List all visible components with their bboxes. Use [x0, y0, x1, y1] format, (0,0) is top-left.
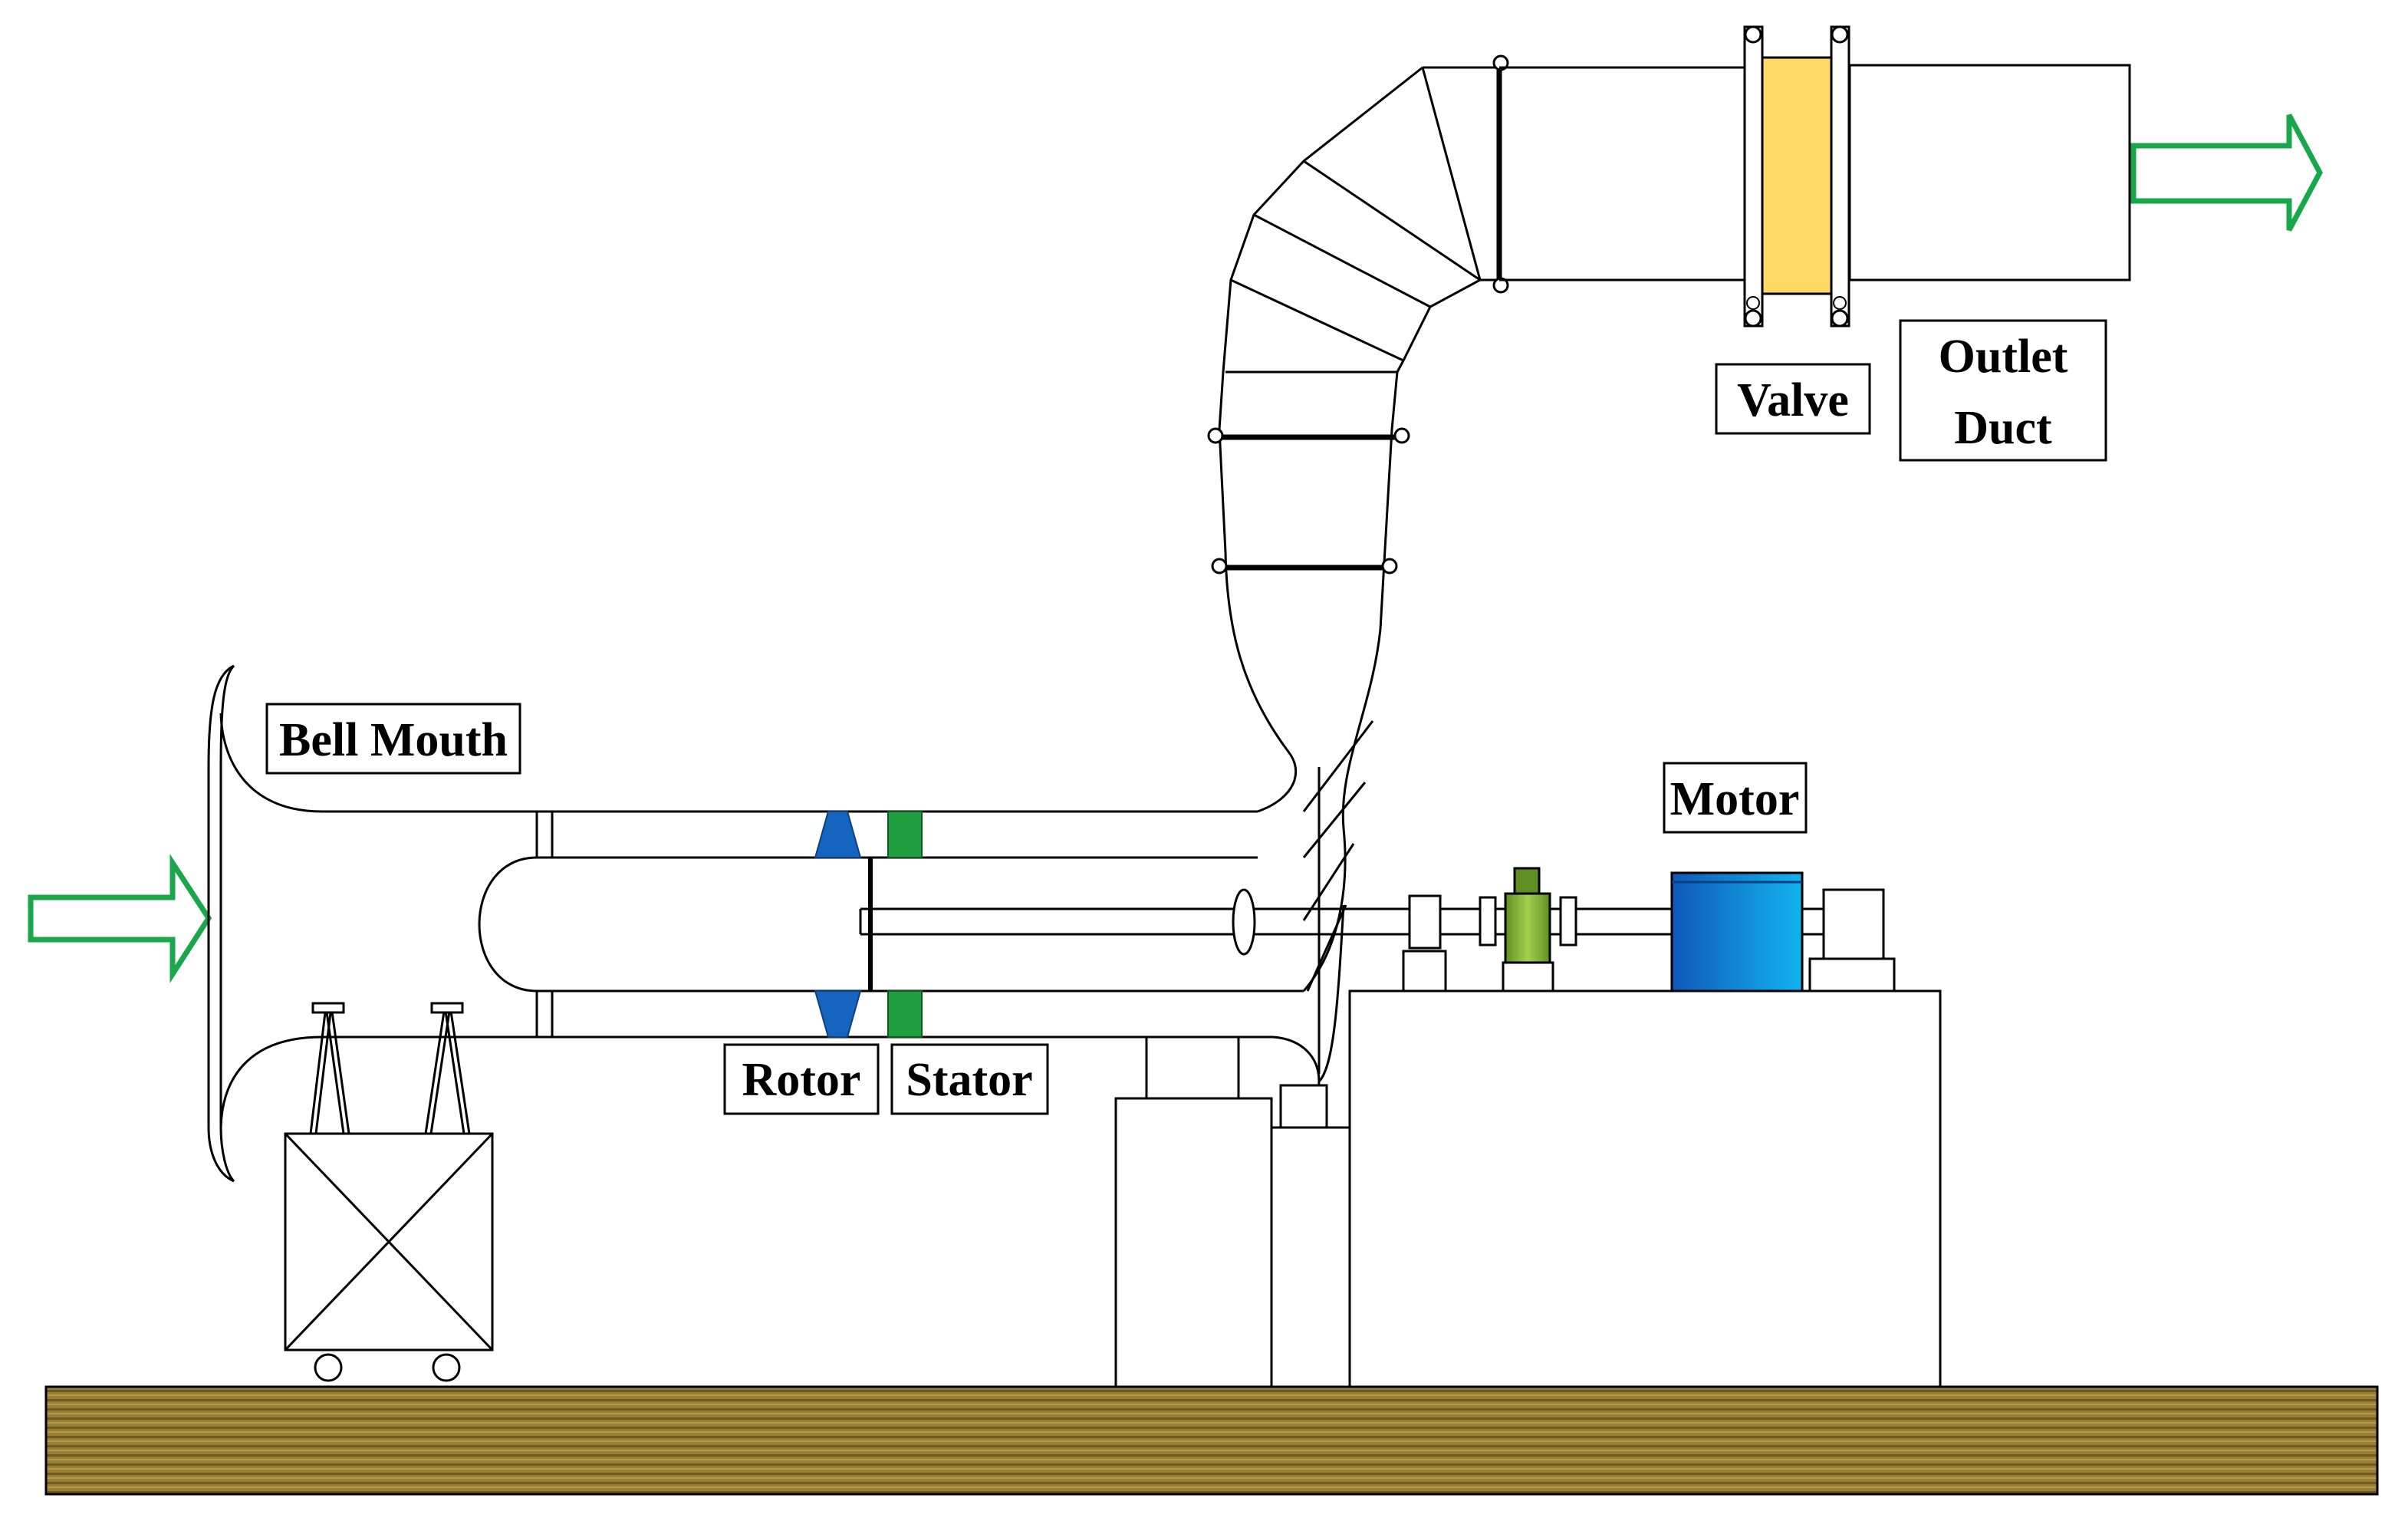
label-motor-text: Motor: [1670, 773, 1800, 825]
label-rotor: Rotor: [723, 1043, 880, 1115]
shaft-flange: [1232, 888, 1256, 956]
machine-base: [1114, 989, 1942, 1388]
label-bell-mouth-text: Bell Mouth: [279, 714, 508, 766]
label-outlet-duct-line2: Duct: [1954, 402, 2052, 454]
bell-mouth: [207, 664, 1273, 1183]
valve: [1743, 25, 1850, 328]
label-stator: Stator: [890, 1043, 1049, 1115]
inlet-flow-arrow-icon: [28, 854, 212, 983]
label-outlet-duct: Outlet Duct: [1899, 319, 2107, 462]
duct-clamp-lower: [1211, 558, 1398, 574]
rotor-blade-lower: [814, 990, 862, 1038]
ground-floor: [44, 1385, 2379, 1496]
label-outlet-duct-line1: Outlet: [1939, 331, 2068, 383]
duct-clamp-top: [1492, 54, 1509, 294]
stator-vane-upper: [887, 811, 923, 858]
label-stator-text: Stator: [906, 1054, 1032, 1106]
stator-vane-lower: [887, 990, 923, 1038]
motor: [1670, 871, 1804, 993]
rotor-blade-upper: [814, 811, 862, 858]
elbow-duct: [1218, 66, 1499, 1102]
motor-end-bearing: [1808, 888, 1896, 993]
duct-clamp-upper: [1207, 427, 1410, 444]
inlet-support-cart: [284, 1002, 494, 1382]
bearing-pedestal: [1402, 894, 1447, 993]
label-valve: Valve: [1715, 363, 1871, 435]
hub-nacelle: [478, 812, 1304, 1037]
label-bell-mouth: Bell Mouth: [265, 703, 521, 775]
label-valve-text: Valve: [1737, 374, 1849, 426]
outlet-flow-arrow-icon: [2130, 114, 2323, 232]
label-motor: Motor: [1663, 762, 1808, 834]
torque-meter: [1479, 867, 1577, 993]
label-rotor-text: Rotor: [742, 1054, 861, 1106]
